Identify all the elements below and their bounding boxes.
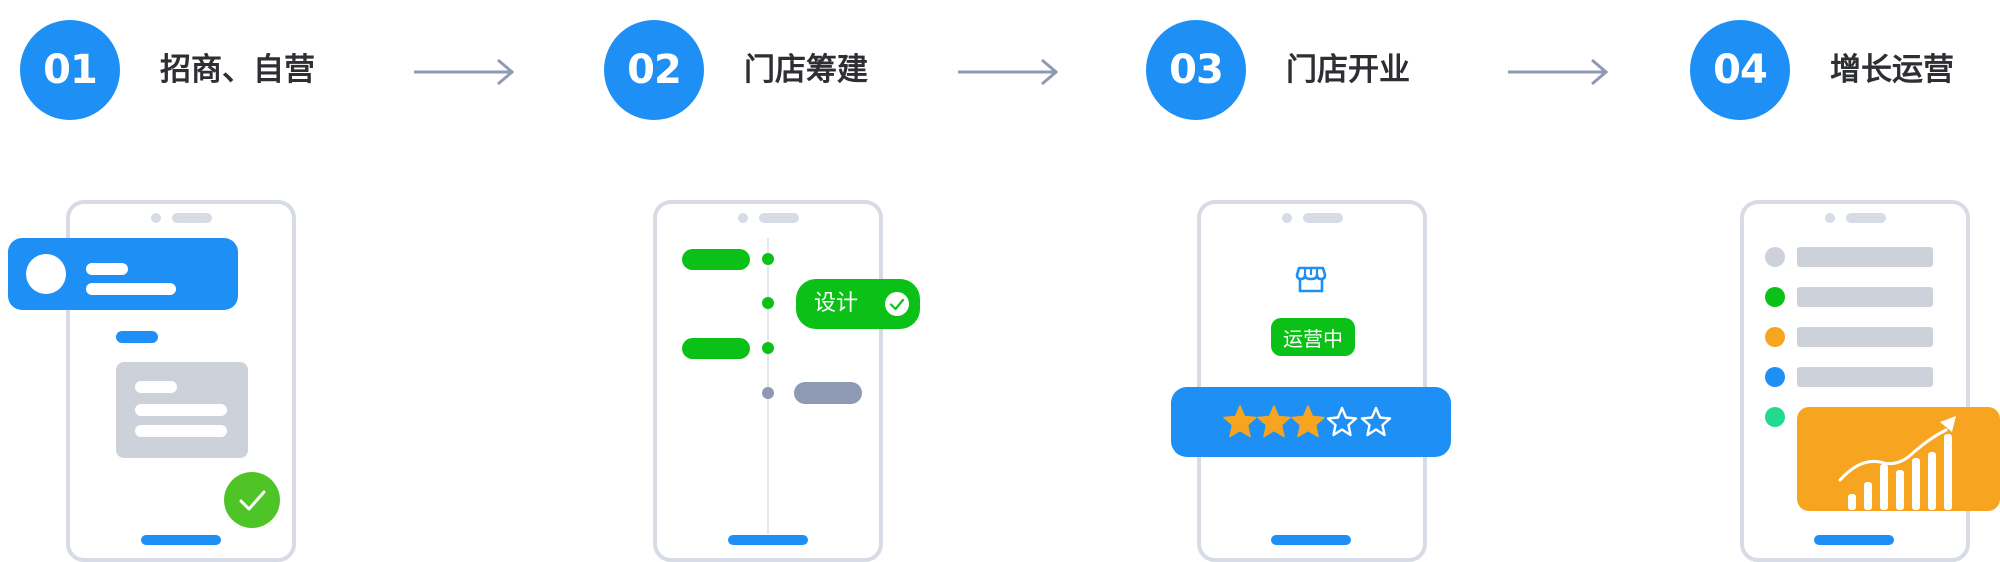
step-2-number: 02 — [604, 20, 704, 120]
placeholder-line — [135, 425, 227, 437]
timeline-line — [767, 238, 769, 534]
operating-status-tag: 运营中 — [1271, 318, 1355, 356]
phone-home-indicator — [1814, 535, 1894, 545]
star-filled-icon — [1291, 405, 1325, 438]
timeline-dot — [762, 342, 774, 354]
placeholder-line — [135, 404, 227, 416]
list-item — [1797, 287, 1933, 307]
arrow-right-icon — [414, 58, 515, 86]
list-bullet — [1765, 327, 1785, 347]
star-filled-icon — [1257, 405, 1291, 438]
timeline-dot — [762, 297, 774, 309]
star-outline-icon — [1326, 406, 1358, 437]
step-1-title: 招商、自营 — [160, 52, 315, 88]
placeholder-line — [135, 381, 177, 393]
design-stage-label: 设计 — [814, 291, 859, 316]
phone-camera — [738, 213, 748, 223]
timeline-dot — [762, 253, 774, 265]
growth-chart-icon — [1838, 416, 1956, 510]
step-4-title: 增长运营 — [1830, 52, 1954, 88]
step-3-title: 门店开业 — [1286, 52, 1410, 88]
step-1-number: 01 — [20, 20, 120, 120]
step-2-title: 门店筹建 — [744, 52, 868, 88]
arrow-right-icon — [1508, 58, 1609, 86]
star-outline-icon — [1360, 406, 1392, 437]
phone-home-indicator — [728, 535, 808, 545]
timeline-dot-pending — [762, 387, 774, 399]
avatar — [26, 254, 66, 294]
phone-camera — [1825, 213, 1835, 223]
store-icon — [1295, 266, 1327, 293]
phone-camera — [151, 213, 161, 223]
phone-speaker — [172, 213, 212, 223]
star-rating — [1223, 405, 1392, 438]
step-3-number: 03 — [1146, 20, 1246, 120]
list-item — [1797, 247, 1933, 267]
placeholder-line — [86, 283, 176, 295]
placeholder-line — [86, 263, 128, 275]
phone-speaker — [1846, 213, 1886, 223]
timeline-label — [682, 338, 750, 359]
phone-speaker — [1303, 213, 1343, 223]
list-item — [1797, 367, 1933, 387]
list-bullet — [1765, 247, 1785, 267]
timeline-label — [682, 249, 750, 270]
check-icon — [239, 490, 266, 511]
phone-camera — [1282, 213, 1292, 223]
phone-home-indicator — [1271, 535, 1351, 545]
step-4-number: 04 — [1690, 20, 1790, 120]
placeholder-line — [116, 331, 158, 343]
star-filled-icon — [1223, 405, 1257, 438]
list-bullet — [1765, 287, 1785, 307]
arrow-right-icon — [958, 58, 1059, 86]
list-item — [1797, 327, 1933, 347]
timeline-pending-label — [794, 382, 862, 404]
check-badge — [224, 472, 280, 528]
list-bullet — [1765, 407, 1785, 427]
list-bullet — [1765, 367, 1785, 387]
phone-speaker — [759, 213, 799, 223]
check-circle-icon — [885, 292, 909, 316]
phone-3-mockup — [1197, 200, 1427, 562]
phone-home-indicator — [141, 535, 221, 545]
